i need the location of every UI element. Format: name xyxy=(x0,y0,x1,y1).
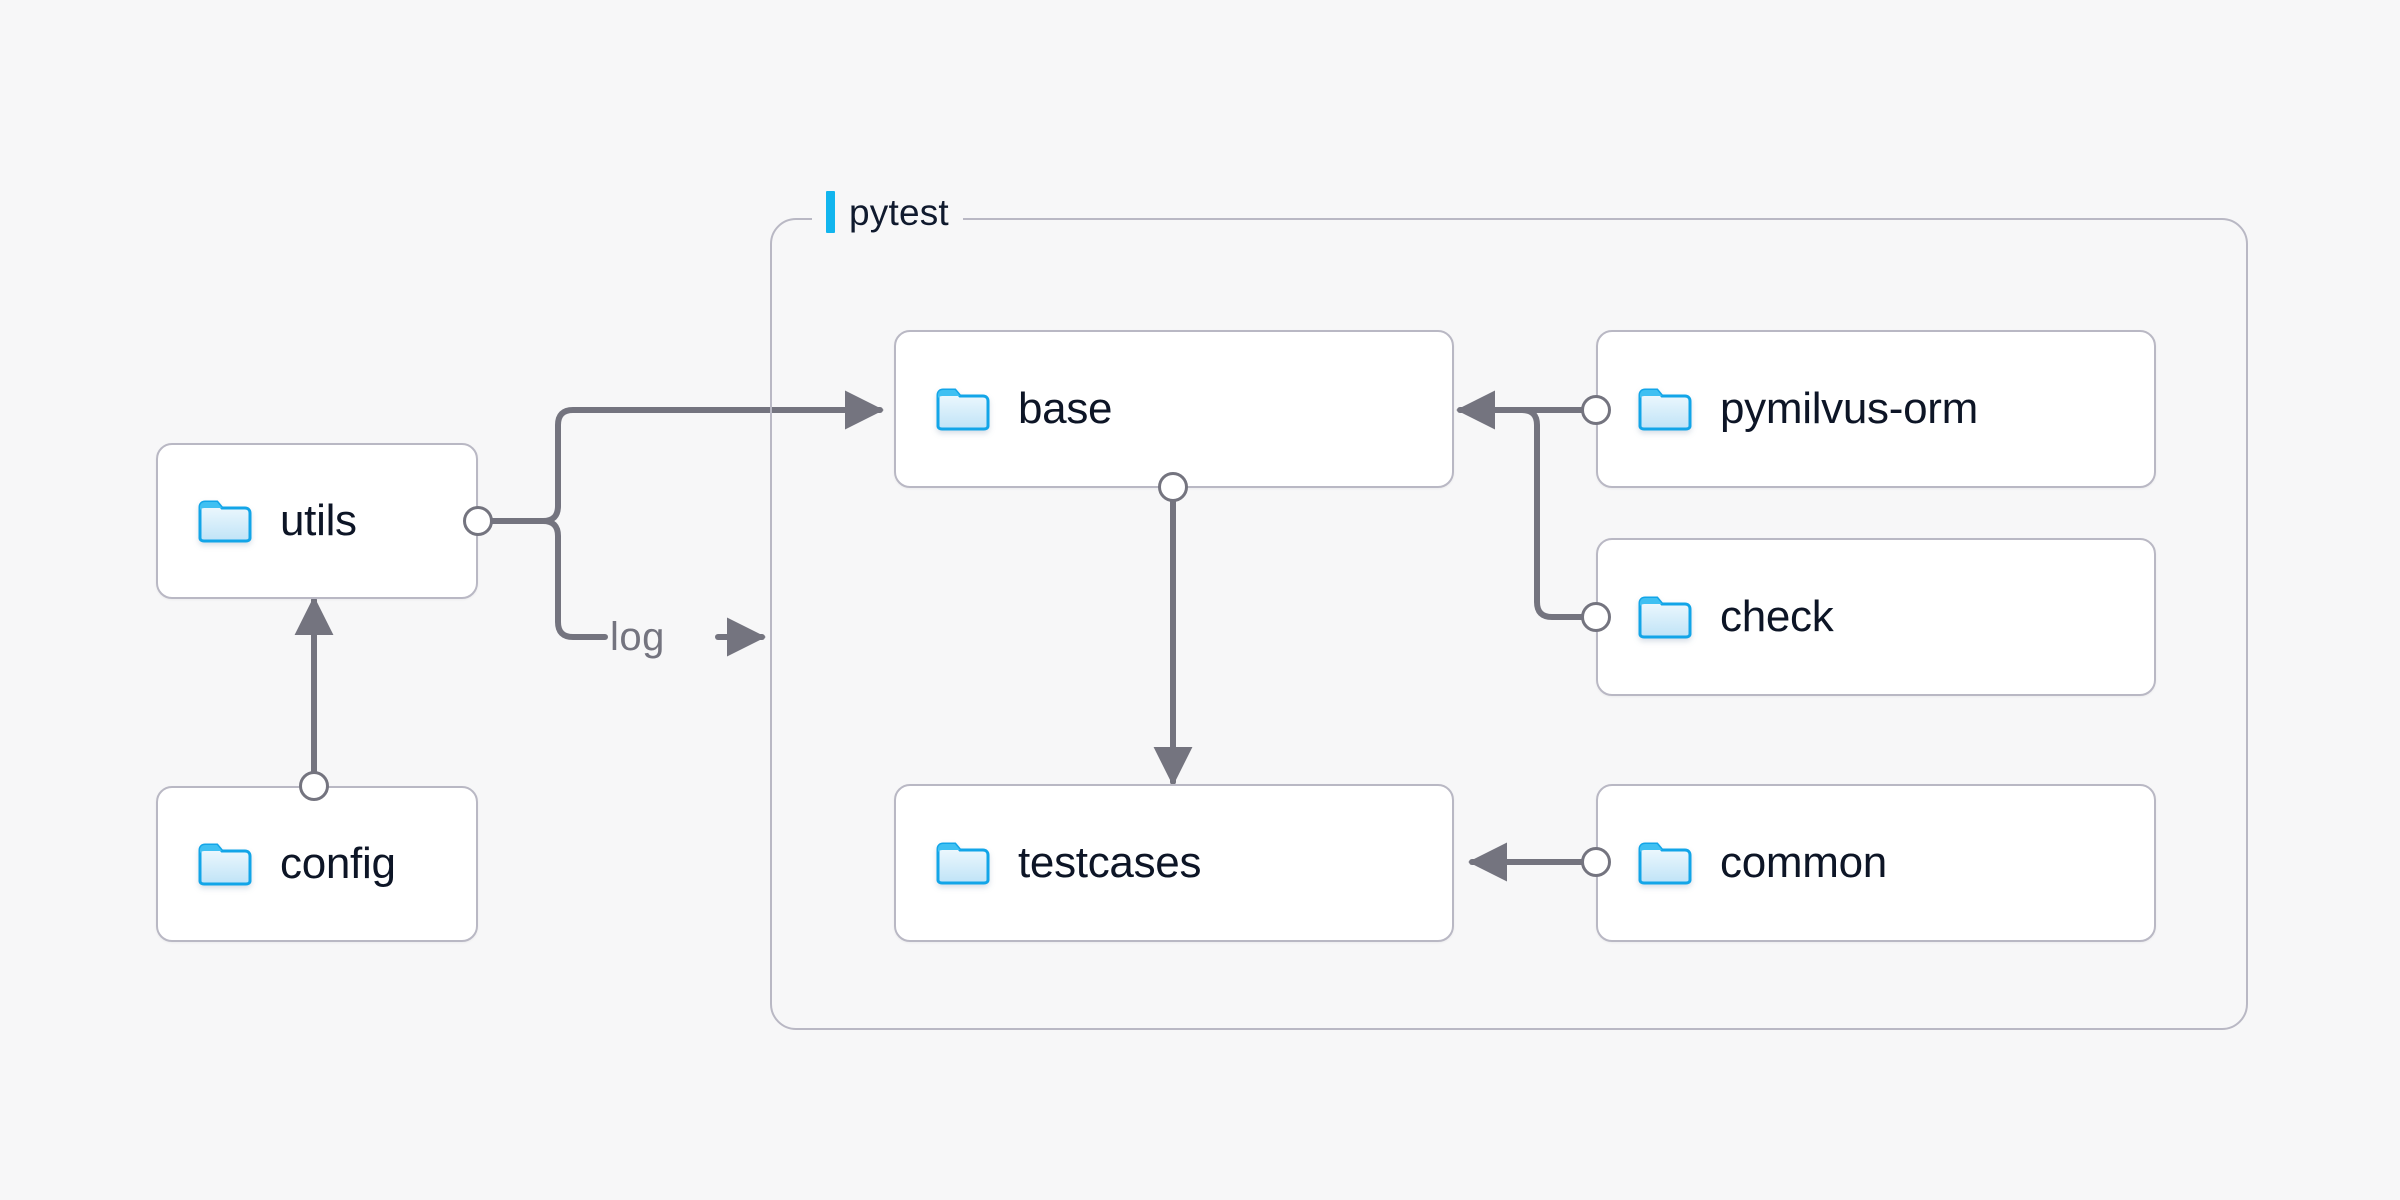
edge-utils-to-pytest-log xyxy=(540,518,608,640)
node-pymilvus-orm-content: pymilvus-orm xyxy=(1598,386,1978,432)
group-pytest-label: pytest xyxy=(812,185,963,239)
node-config[interactable]: config xyxy=(156,786,478,942)
port-common-left[interactable] xyxy=(1581,847,1611,877)
node-base[interactable]: base xyxy=(894,330,1454,488)
edge-label-log: log xyxy=(610,615,665,659)
node-common-label: common xyxy=(1720,838,1887,887)
port-pymilvus-orm-left[interactable] xyxy=(1581,395,1611,425)
group-pytest[interactable] xyxy=(770,218,2248,1030)
node-utils-content: utils xyxy=(158,498,357,544)
folder-icon xyxy=(1638,842,1692,885)
folder-icon xyxy=(936,388,990,431)
node-utils-label: utils xyxy=(280,496,357,545)
port-base-bottom[interactable] xyxy=(1158,472,1188,502)
node-check[interactable]: check xyxy=(1596,538,2156,696)
accent-bar-icon xyxy=(826,191,835,233)
folder-icon xyxy=(1638,388,1692,431)
node-pymilvus-orm-label: pymilvus-orm xyxy=(1720,384,1978,433)
node-check-content: check xyxy=(1598,592,1834,641)
port-utils-right[interactable] xyxy=(463,506,493,536)
node-config-label: config xyxy=(280,839,396,888)
port-config-top[interactable] xyxy=(299,771,329,801)
folder-icon xyxy=(198,500,252,543)
group-pytest-label-text: pytest xyxy=(849,191,949,233)
node-common[interactable]: common xyxy=(1596,784,2156,942)
node-base-content: base xyxy=(896,384,1113,433)
node-testcases[interactable]: testcases xyxy=(894,784,1454,942)
folder-icon xyxy=(1638,596,1692,639)
node-config-content: config xyxy=(158,841,396,887)
folder-icon xyxy=(936,842,990,885)
node-check-label: check xyxy=(1720,592,1834,641)
folder-icon xyxy=(198,843,252,886)
port-check-left[interactable] xyxy=(1581,602,1611,632)
node-common-content: common xyxy=(1598,840,1887,886)
node-base-label: base xyxy=(1018,384,1113,433)
node-testcases-content: testcases xyxy=(896,840,1201,886)
node-testcases-label: testcases xyxy=(1018,838,1202,887)
node-utils[interactable]: utils xyxy=(156,443,478,599)
node-pymilvus-orm[interactable]: pymilvus-orm xyxy=(1596,330,2156,488)
